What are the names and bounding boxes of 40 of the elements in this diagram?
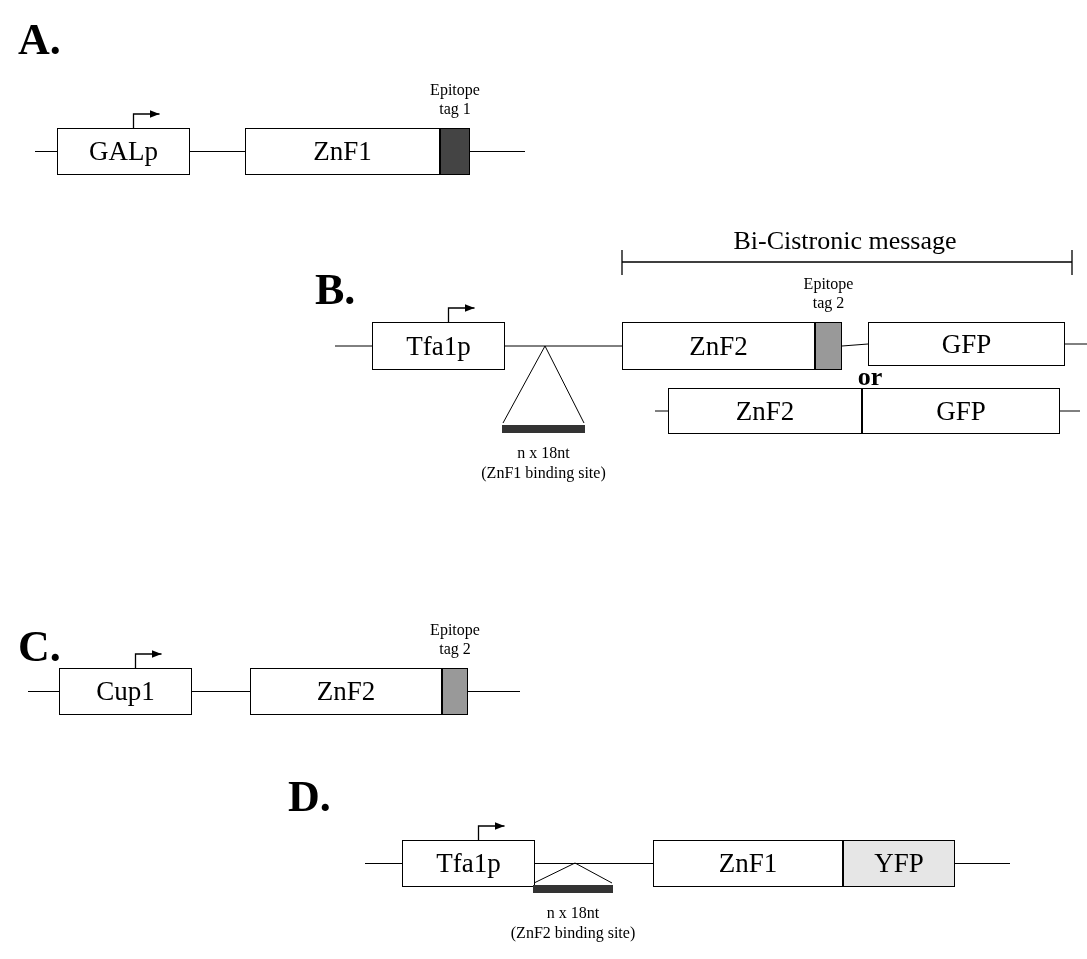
panel-letter: C. [18, 625, 61, 669]
panel-letter: B. [315, 268, 356, 312]
dna-line [469, 151, 526, 152]
gene-box: Tfa1p [372, 322, 505, 370]
dna-line [954, 863, 1011, 864]
site-label: (ZnF1 binding site) [480, 463, 607, 482]
alternative-label: or [857, 364, 883, 390]
gene-box: Tfa1p [402, 840, 535, 887]
panel-letter: A. [18, 18, 61, 62]
gene-box: ZnF1 [245, 128, 440, 175]
site-label: (ZnF2 binding site) [509, 923, 637, 942]
gene-box: ZnF2 [250, 668, 442, 715]
tag-label: Epitope tag 2 [802, 274, 855, 312]
gene-box: Cup1 [59, 668, 192, 715]
dna-line [34, 151, 58, 152]
tag-label: Epitope tag 2 [429, 620, 481, 658]
panel-letter: D. [288, 775, 331, 819]
dna-line [191, 691, 251, 692]
site-label: n x 18nt [516, 443, 571, 462]
gene-box: ZnF1 [653, 840, 843, 887]
dna-line [467, 691, 521, 692]
dna-line [504, 345, 623, 347]
dna-line [654, 410, 669, 412]
gene-box: YFP [843, 840, 955, 887]
tag-label: Epitope tag 1 [429, 80, 481, 118]
dna-line [841, 343, 869, 347]
dna-line [334, 345, 373, 347]
gene-box: GFP [862, 388, 1060, 434]
gene-box: GFP [868, 322, 1065, 366]
gene-box: ZnF2 [622, 322, 815, 370]
dna-line [364, 863, 403, 864]
site-label: n x 18nt [545, 903, 601, 922]
gene-box: GALp [57, 128, 190, 175]
dna-line [1059, 410, 1081, 412]
dna-line [534, 863, 654, 864]
dna-line [27, 691, 60, 692]
gene-box: ZnF2 [668, 388, 862, 434]
dna-line [189, 151, 246, 152]
dna-line [1064, 343, 1087, 345]
region-label: Bi-Cistronic message [733, 228, 957, 254]
